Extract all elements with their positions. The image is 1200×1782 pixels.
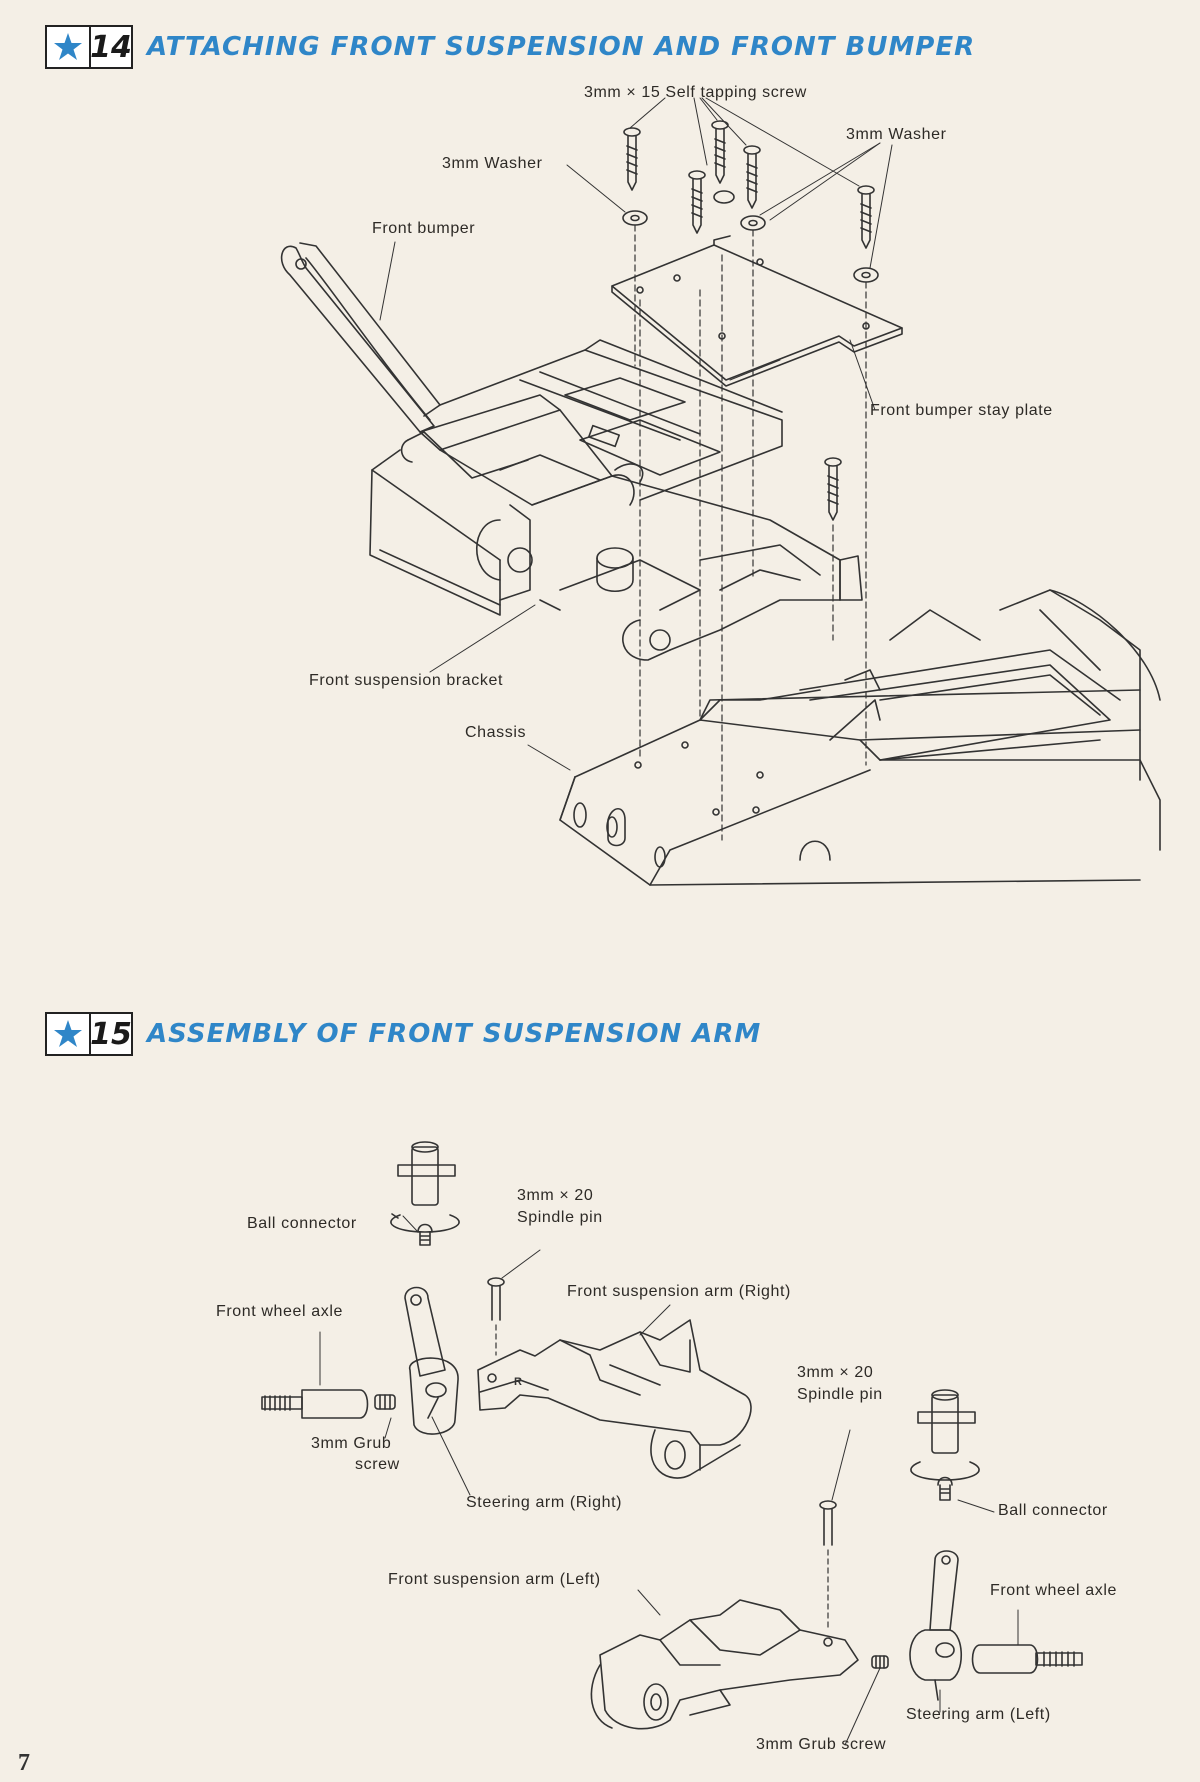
label-wheel-axle-right: Front wheel axle: [216, 1303, 343, 1320]
front-bumper: [282, 243, 612, 505]
label-suspension-bracket: Front suspension bracket: [309, 672, 504, 689]
star-icon: [47, 1014, 91, 1054]
label-front-bumper: Front bumper: [372, 220, 476, 237]
label-washer-right: 3mm Washer: [846, 126, 947, 143]
front-wheel-axle-right: [262, 1390, 368, 1418]
steering-arm-left: [910, 1551, 961, 1700]
grub-screw-left: [872, 1656, 888, 1668]
label-steering-arm-right: Steering arm (Right): [466, 1494, 623, 1511]
step-number: 14: [90, 29, 132, 65]
star-icon: [47, 27, 91, 67]
front-wheel-axle-left: [973, 1645, 1083, 1673]
label-spindle-pin-right-2: Spindle pin: [517, 1209, 603, 1226]
ball-connector-left-tool: [911, 1390, 979, 1480]
label-ball-connector-left: Ball connector: [998, 1502, 1108, 1519]
label-washer-left: 3mm Washer: [442, 155, 543, 172]
step-number: 15: [90, 1016, 132, 1052]
front-suspension-arm-left: [591, 1600, 858, 1729]
label-grub-screw-right-1: 3mm Grub: [311, 1435, 392, 1452]
label-spindle-pin-right-1: 3mm × 20: [517, 1187, 594, 1204]
label-self-tapping-screw: 3mm × 15 Self tapping screw: [584, 84, 807, 101]
label-stay-plate: Front bumper stay plate: [870, 402, 1053, 419]
section-14-header: 14 ATTACHING FRONT SUSPENSION AND FRONT …: [45, 24, 975, 70]
spindle-pin-left: [820, 1501, 836, 1630]
self-tapping-screws: [624, 121, 874, 520]
assembly-guide-lines: [635, 225, 866, 840]
front-bumper-stay-plate: [612, 236, 902, 386]
spindle-pin-right: [488, 1278, 504, 1355]
label-arm-left: Front suspension arm (Left): [388, 1571, 601, 1588]
steering-arm-right: [405, 1288, 458, 1435]
label-ball-connector-right: Ball connector: [247, 1215, 357, 1232]
svg-text:R: R: [514, 1376, 522, 1388]
ball-connector-right: [418, 1225, 432, 1246]
label-grub-screw-left: 3mm Grub screw: [756, 1736, 887, 1753]
grub-screw-right: [375, 1395, 395, 1409]
label-chassis: Chassis: [465, 724, 527, 741]
ball-connector-left: [938, 1478, 952, 1501]
step-badge-14: 14: [45, 25, 133, 69]
front-suspension-arm-right: R: [478, 1320, 751, 1478]
ball-connector-right-tool: [391, 1142, 459, 1232]
label-spindle-pin-left-1: 3mm × 20: [797, 1364, 874, 1381]
label-spindle-pin-left-2: Spindle pin: [797, 1386, 883, 1403]
front-suspension-bracket: [370, 340, 862, 660]
page-number: 7: [18, 1750, 30, 1776]
section-title: ASSEMBLY OF FRONT SUSPENSION ARM: [147, 1019, 762, 1049]
leader-lines: [320, 1216, 1018, 1745]
section-title: ATTACHING FRONT SUSPENSION AND FRONT BUM…: [147, 32, 976, 62]
label-wheel-axle-left: Front wheel axle: [990, 1582, 1117, 1599]
chassis: [560, 590, 1160, 885]
leader-lines: [380, 98, 892, 770]
section-15-header: 15 ASSEMBLY OF FRONT SUSPENSION ARM: [45, 1011, 761, 1057]
label-steering-arm-left: Steering arm (Left): [906, 1706, 1051, 1723]
label-arm-right: Front suspension arm (Right): [567, 1283, 791, 1300]
step-badge-15: 15: [45, 1012, 133, 1056]
label-grub-screw-right-2: screw: [355, 1456, 400, 1473]
